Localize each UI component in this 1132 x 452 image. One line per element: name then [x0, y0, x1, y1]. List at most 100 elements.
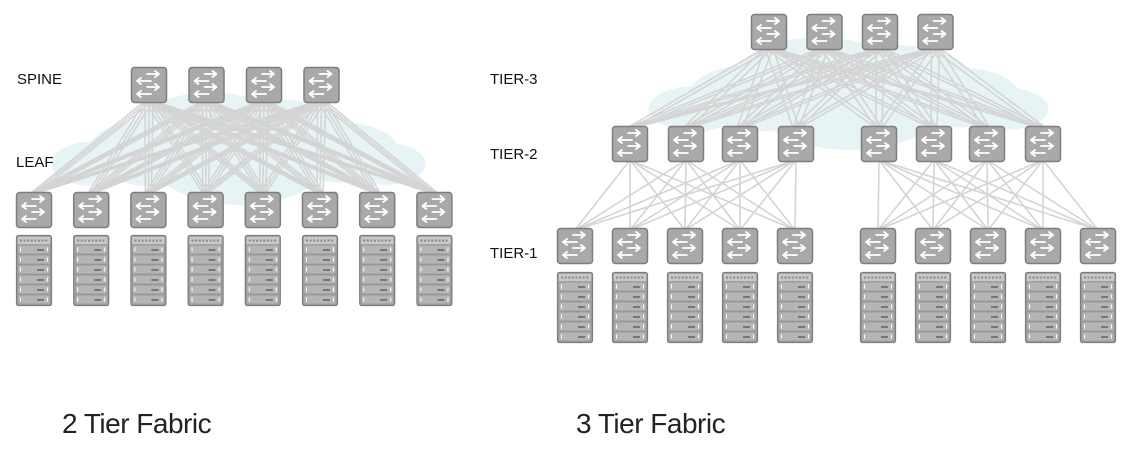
switch-arrows-icon	[865, 231, 889, 259]
spine-switch[interactable]	[245, 66, 283, 104]
network-link	[931, 47, 1041, 129]
network-link	[574, 159, 797, 231]
spine-switch[interactable]	[303, 66, 340, 104]
server-rack[interactable]	[15, 234, 53, 307]
tier-2-switch[interactable]	[667, 125, 705, 163]
network-link	[30, 100, 318, 194]
switch-arrows-icon	[866, 129, 890, 157]
network-link	[324, 100, 381, 194]
server-rack[interactable]	[73, 234, 110, 307]
network-link	[202, 100, 319, 194]
server-rack[interactable]	[666, 271, 704, 344]
network-link	[33, 100, 150, 194]
network-link	[574, 159, 741, 231]
switch-arrows-icon	[673, 129, 697, 157]
network-link	[930, 47, 985, 129]
server-rack[interactable]	[1079, 271, 1117, 344]
network-link	[877, 159, 880, 231]
server-rack[interactable]	[556, 271, 594, 344]
server-rack[interactable]	[1024, 271, 1062, 344]
server-rack[interactable]	[359, 234, 396, 307]
network-link	[629, 159, 797, 231]
tier-1-switch[interactable]	[1079, 227, 1117, 265]
server-rack[interactable]	[416, 234, 453, 307]
spine-switch[interactable]	[130, 66, 168, 104]
switch-arrows-icon	[783, 129, 807, 157]
network-link	[881, 47, 941, 129]
tier-3-switch[interactable]	[750, 13, 788, 51]
tier-3-switch[interactable]	[917, 13, 954, 51]
network-link	[145, 100, 318, 194]
diagram-title-2-tier: 2 Tier Fabric	[62, 408, 212, 439]
leaf-switch[interactable]	[130, 191, 167, 229]
network-link	[764, 47, 877, 129]
network-link	[792, 47, 932, 129]
leaf-switch[interactable]	[15, 191, 53, 229]
network-link	[322, 100, 327, 194]
server-rack[interactable]	[130, 234, 167, 307]
tier-1-switch[interactable]	[1024, 227, 1062, 265]
leaf-switch[interactable]	[301, 191, 339, 229]
server-rack[interactable]	[721, 271, 759, 344]
tier-1-switch[interactable]	[666, 227, 704, 265]
switch-arrows-icon	[867, 17, 891, 45]
tier-1-switch[interactable]	[611, 227, 649, 265]
tier-1-switch[interactable]	[776, 227, 814, 265]
switch-arrows-icon	[920, 231, 944, 259]
network-link	[626, 47, 821, 129]
server-rack[interactable]	[301, 234, 339, 307]
server-rack[interactable]	[611, 271, 649, 344]
server-rack[interactable]	[914, 271, 952, 344]
server-rack[interactable]	[244, 234, 281, 307]
switch-arrows-icon	[1030, 231, 1054, 259]
tier-1-switch[interactable]	[969, 227, 1007, 265]
tier-1-switch[interactable]	[859, 227, 897, 265]
tier-3-switch[interactable]	[861, 13, 899, 51]
leaf-switch[interactable]	[358, 191, 396, 229]
network-link	[87, 100, 318, 194]
tier-1-switch[interactable]	[914, 227, 952, 265]
network-link	[36, 100, 154, 194]
tier-3-switch[interactable]	[806, 13, 843, 51]
tier-2-switch[interactable]	[777, 125, 815, 163]
tier-2-switch[interactable]	[968, 125, 1006, 163]
server-rack[interactable]	[969, 271, 1007, 344]
network-link	[987, 159, 1044, 231]
leaf-switch[interactable]	[244, 191, 282, 229]
network-link	[93, 100, 326, 194]
network-link	[798, 47, 940, 129]
switch-arrows-icon	[21, 195, 45, 223]
network-link	[316, 100, 319, 194]
tier-2-switch[interactable]	[611, 125, 649, 163]
network-link	[36, 100, 269, 194]
switch-arrows-icon	[307, 195, 331, 223]
tier-1-switch[interactable]	[556, 227, 594, 265]
leaf-switch[interactable]	[187, 191, 224, 229]
spine-switch[interactable]	[188, 66, 225, 104]
network-link	[1042, 159, 1099, 231]
tier-1-switch[interactable]	[721, 227, 759, 265]
switch-arrows-icon	[421, 195, 446, 223]
network-link	[320, 100, 378, 194]
network-link	[33, 100, 265, 194]
leaf-switch[interactable]	[72, 191, 110, 229]
server-rack[interactable]	[776, 271, 814, 344]
network-link	[938, 47, 991, 129]
tier-2-switch[interactable]	[721, 125, 759, 163]
switch-arrows-icon	[192, 195, 217, 223]
server-rack[interactable]	[859, 271, 897, 344]
network-link	[820, 47, 985, 129]
switch-arrows-icon	[308, 70, 333, 98]
switch-arrows-icon	[78, 195, 103, 223]
switch-arrows-icon	[756, 17, 780, 45]
network-link	[626, 47, 932, 129]
server-rack[interactable]	[187, 234, 224, 307]
tier-2-switch[interactable]	[860, 125, 898, 163]
tier-2-switch[interactable]	[915, 125, 953, 163]
network-link	[30, 100, 203, 194]
leaf-switch[interactable]	[416, 191, 453, 229]
tier-label-tier-1: TIER-1	[490, 245, 538, 262]
switch-arrows-icon	[193, 70, 218, 98]
tier-2-switch[interactable]	[1024, 125, 1062, 163]
network-link	[148, 100, 322, 194]
